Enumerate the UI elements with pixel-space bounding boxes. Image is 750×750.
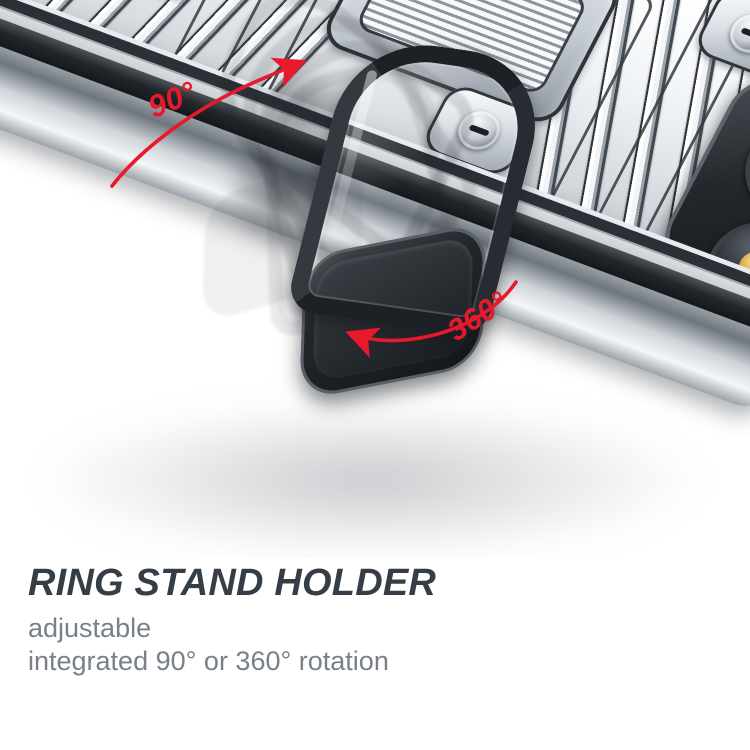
product-photo: 90° 360°	[0, 0, 750, 560]
arrow-360-degree	[345, 280, 518, 359]
drop-shadow	[40, 400, 700, 560]
caption-line-2: integrated 90° or 360° rotation	[28, 646, 389, 676]
caption-title: RING STAND HOLDER	[28, 562, 437, 604]
annotation-arrows	[110, 57, 518, 359]
caption-block: RING STAND HOLDER adjustable integrated …	[0, 558, 750, 750]
arrow-90-degree	[110, 57, 307, 188]
caption-line-1: adjustable	[28, 613, 152, 643]
